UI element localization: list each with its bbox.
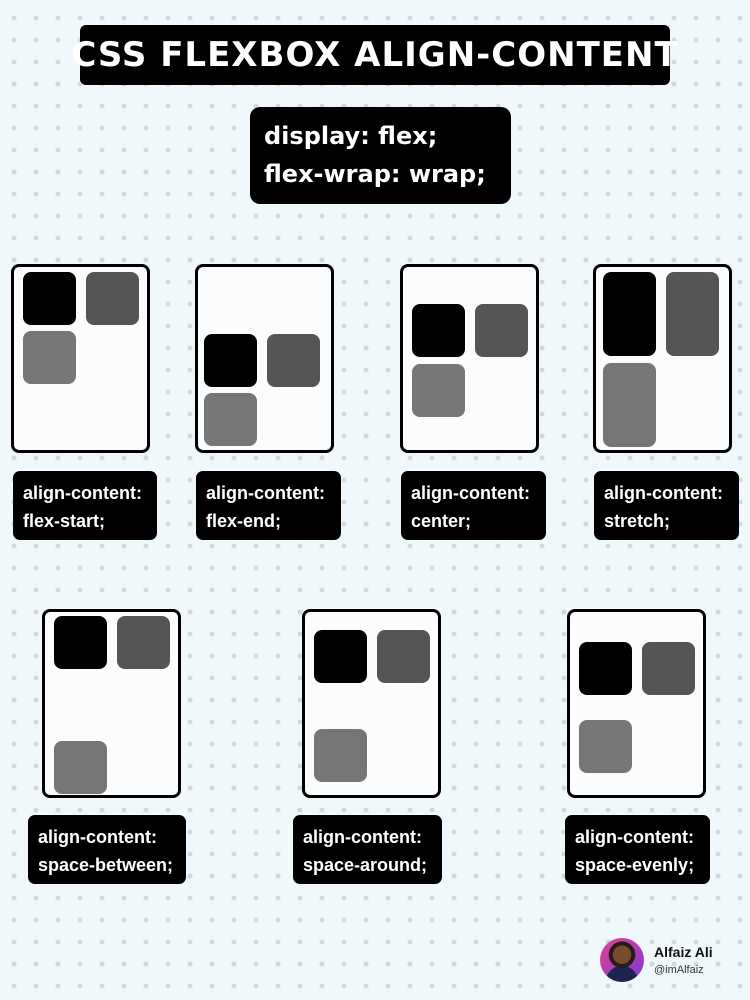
author-badge: Alfaiz Ali @imAlfaiz bbox=[600, 938, 750, 984]
flex-container-space-between bbox=[42, 609, 181, 798]
flex-item-2 bbox=[642, 642, 695, 695]
flex-container-space-around bbox=[302, 609, 441, 798]
flex-item-2 bbox=[86, 272, 139, 325]
flex-item-2 bbox=[377, 630, 430, 683]
label-property: align-content: bbox=[303, 827, 422, 847]
flex-item-1 bbox=[314, 630, 367, 683]
label-value: space-between; bbox=[38, 855, 174, 875]
flex-item-1 bbox=[603, 272, 656, 356]
flex-item-2 bbox=[117, 616, 170, 669]
label-center: align-content: center; bbox=[401, 471, 546, 540]
author-name: Alfaiz Ali bbox=[654, 944, 713, 960]
code-line-flex-wrap: flex-wrap: wrap; bbox=[264, 160, 486, 188]
code-line-display: display: flex; bbox=[264, 122, 438, 150]
flex-item-2 bbox=[475, 304, 528, 357]
flex-container-flex-start bbox=[11, 264, 150, 453]
label-flex-end: align-content: flex-end; bbox=[196, 471, 341, 540]
flex-item-1 bbox=[579, 642, 632, 695]
flex-item-1 bbox=[412, 304, 465, 357]
flex-item-3 bbox=[23, 331, 76, 384]
label-property: align-content: bbox=[411, 483, 530, 503]
label-property: align-content: bbox=[575, 827, 694, 847]
flex-item-3 bbox=[54, 741, 107, 794]
label-value: stretch; bbox=[604, 511, 671, 531]
flex-item-3 bbox=[412, 364, 465, 417]
flex-item-1 bbox=[54, 616, 107, 669]
flex-item-1 bbox=[23, 272, 76, 325]
label-value: space-evenly; bbox=[575, 855, 695, 875]
label-stretch: align-content: stretch; bbox=[594, 471, 739, 540]
author-handle: @imAlfaiz bbox=[654, 964, 704, 976]
label-property: align-content: bbox=[206, 483, 325, 503]
avatar bbox=[600, 938, 644, 982]
flex-item-2 bbox=[666, 272, 719, 356]
label-flex-start: align-content: flex-start; bbox=[13, 471, 157, 540]
flex-container-stretch bbox=[593, 264, 732, 453]
label-value: flex-end; bbox=[206, 511, 282, 531]
flex-container-space-evenly bbox=[567, 609, 706, 798]
page-title: CSS FLEXBOX ALIGN-CONTENT bbox=[71, 25, 678, 85]
label-property: align-content: bbox=[38, 827, 157, 847]
label-property: align-content: bbox=[23, 483, 142, 503]
flex-item-2 bbox=[267, 334, 320, 387]
label-space-between: align-content: space-between; bbox=[28, 815, 186, 884]
label-value: center; bbox=[411, 511, 472, 531]
label-space-around: align-content: space-around; bbox=[293, 815, 442, 884]
flex-container-flex-end bbox=[195, 264, 334, 453]
code-snippet: display: flex; flex-wrap: wrap; bbox=[250, 107, 511, 204]
flex-item-1 bbox=[204, 334, 257, 387]
label-space-evenly: align-content: space-evenly; bbox=[565, 815, 710, 884]
flex-item-3 bbox=[603, 363, 656, 447]
label-property: align-content: bbox=[604, 483, 723, 503]
label-value: space-around; bbox=[303, 855, 428, 875]
flex-item-3 bbox=[204, 393, 257, 446]
flex-container-center bbox=[400, 264, 539, 453]
flex-item-3 bbox=[314, 729, 367, 782]
flex-item-3 bbox=[579, 720, 632, 773]
label-value: flex-start; bbox=[23, 511, 106, 531]
